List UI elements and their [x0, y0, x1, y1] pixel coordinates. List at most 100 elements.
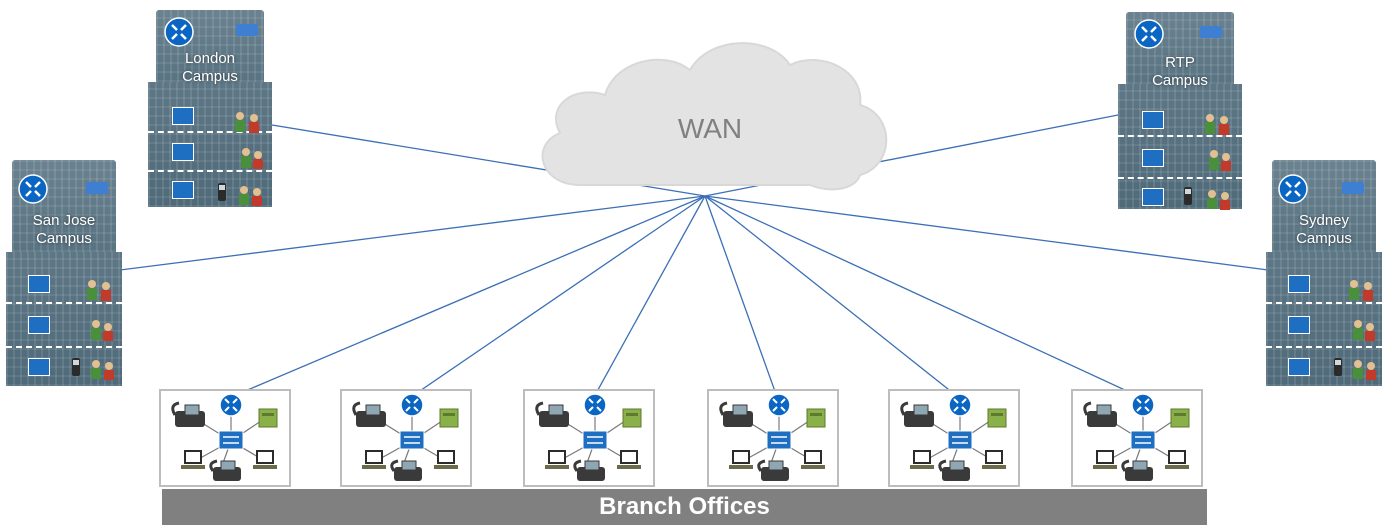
campus-label: Sydney Campus: [1296, 212, 1352, 247]
branch-office: [340, 389, 472, 487]
router-icon: [164, 17, 194, 47]
switch-icon: [28, 275, 50, 293]
london-campus: London Campus: [148, 10, 272, 207]
campus-label: RTP Campus: [1152, 54, 1208, 89]
cloud-icon: [541, 42, 888, 191]
ip-phone-icon: [390, 459, 422, 481]
server-icon: [987, 408, 1007, 428]
laptop-icon: [181, 450, 205, 469]
laptop-icon: [729, 450, 753, 469]
server-icon: [1170, 408, 1190, 428]
ip-phone-icon: [573, 459, 605, 481]
floor-divider: [1266, 346, 1382, 348]
phone-icon: [218, 183, 226, 201]
switch-icon: [1142, 149, 1164, 167]
download-icon: [236, 24, 258, 36]
branch-topology: [352, 393, 459, 481]
switch-icon: [172, 143, 194, 161]
switch-icon: [399, 430, 425, 450]
floor-divider: [148, 131, 272, 133]
router-icon: [948, 393, 972, 417]
laptop-icon: [434, 450, 458, 469]
ip-phone-icon: [900, 401, 934, 427]
switch-icon: [1288, 275, 1310, 293]
ip-phone-icon: [938, 459, 970, 481]
router-icon: [219, 393, 243, 417]
server-icon: [439, 408, 459, 428]
campus-label: San Jose Campus: [32, 212, 96, 247]
branch-office: [888, 389, 1020, 487]
users-icon: [241, 148, 263, 169]
users-icon: [1209, 150, 1231, 171]
branch-office: [523, 389, 655, 487]
switch-icon: [1130, 430, 1156, 450]
switch-icon: [1142, 111, 1164, 129]
users-icon: [235, 112, 259, 133]
router-icon: [18, 174, 48, 204]
users-icon: [1207, 190, 1230, 210]
switch-icon: [947, 430, 973, 450]
ip-phone-icon: [171, 401, 205, 427]
users-icon: [91, 360, 114, 380]
link-sydney: [704, 195, 1269, 271]
laptop-icon: [1093, 450, 1117, 469]
link-branch-3: [593, 195, 706, 398]
laptop-icon: [982, 450, 1006, 469]
server-icon: [258, 408, 278, 428]
users-icon: [239, 186, 262, 206]
router-icon: [1134, 19, 1164, 49]
branch-offices-bar: Branch Offices: [162, 489, 1207, 525]
switch-icon: [28, 358, 50, 376]
branch-office: [707, 389, 839, 487]
switch-icon: [1142, 188, 1164, 206]
ip-phone-icon: [535, 401, 569, 427]
ip-phone-icon: [757, 459, 789, 481]
users-icon: [91, 320, 113, 341]
san-jose-campus: San Jose Campus: [6, 160, 122, 386]
link-branch-2: [410, 195, 706, 398]
router-icon: [583, 393, 607, 417]
switch-icon: [218, 430, 244, 450]
ip-phone-icon: [1083, 401, 1117, 427]
download-icon: [1342, 182, 1364, 194]
laptop-icon: [910, 450, 934, 469]
sydney-campus: Sydney Campus: [1266, 160, 1382, 386]
download-icon: [1200, 26, 1222, 38]
switch-icon: [172, 181, 194, 199]
router-icon: [400, 393, 424, 417]
users-icon: [1353, 360, 1376, 380]
server-icon: [622, 408, 642, 428]
ip-phone-icon: [352, 401, 386, 427]
users-icon: [1349, 280, 1373, 301]
switch-icon: [766, 430, 792, 450]
laptop-icon: [545, 450, 569, 469]
switch-icon: [582, 430, 608, 450]
laptop-icon: [617, 450, 641, 469]
branch-topology: [171, 393, 278, 481]
users-icon: [1353, 320, 1375, 341]
floor-divider: [1118, 135, 1242, 137]
switch-icon: [1288, 358, 1310, 376]
users-icon: [87, 280, 111, 301]
download-icon: [86, 182, 108, 194]
users-icon: [1205, 114, 1229, 135]
laptop-icon: [801, 450, 825, 469]
router-icon: [1131, 393, 1155, 417]
floor-divider: [6, 302, 122, 304]
switch-icon: [172, 107, 194, 125]
floor-divider: [1266, 302, 1382, 304]
branch-topology: [1083, 393, 1190, 481]
rtp-campus: RTP Campus: [1118, 12, 1242, 210]
router-icon: [767, 393, 791, 417]
ip-phone-icon: [209, 459, 241, 481]
wan-label: WAN: [677, 113, 743, 144]
branch-office: [159, 389, 291, 487]
link-san-jose: [119, 195, 706, 271]
router-icon: [1278, 174, 1308, 204]
link-branch-6: [704, 195, 1141, 398]
phone-icon: [1184, 187, 1192, 205]
branch-office: [1071, 389, 1203, 487]
floor-divider: [6, 346, 122, 348]
laptop-icon: [253, 450, 277, 469]
